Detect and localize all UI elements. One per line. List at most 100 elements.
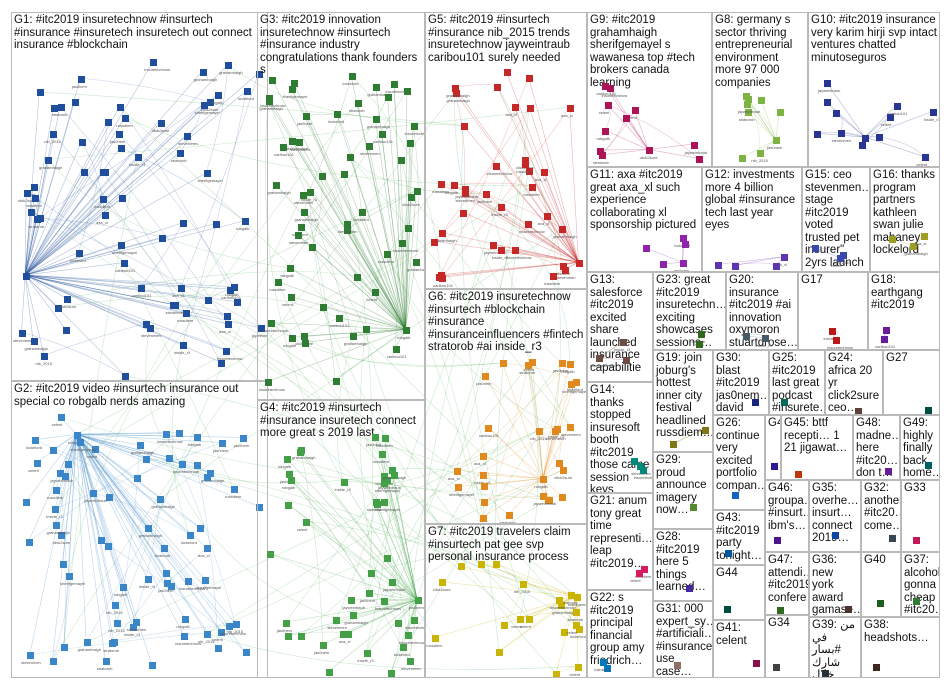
- vertex[interactable]: [31, 338, 38, 345]
- vertex[interactable]: [517, 616, 524, 623]
- vertex[interactable]: [273, 182, 280, 189]
- vertex[interactable]: [227, 287, 234, 294]
- vertex[interactable]: [460, 210, 467, 217]
- vertex[interactable]: [122, 373, 129, 380]
- vertex[interactable]: [660, 261, 667, 268]
- vertex[interactable]: [137, 442, 144, 449]
- vertex[interactable]: [573, 622, 580, 629]
- vertex[interactable]: [482, 373, 489, 380]
- vertex[interactable]: [795, 471, 802, 478]
- vertex[interactable]: [50, 131, 57, 138]
- vertex[interactable]: [98, 537, 105, 544]
- vertex[interactable]: [244, 88, 251, 95]
- vertex[interactable]: [455, 484, 462, 491]
- vertex[interactable]: [243, 649, 250, 656]
- vertex[interactable]: [138, 285, 145, 292]
- vertex[interactable]: [567, 424, 574, 431]
- vertex[interactable]: [696, 156, 703, 163]
- vertex[interactable]: [309, 244, 316, 251]
- vertex[interactable]: [556, 460, 563, 467]
- vertex[interactable]: [368, 570, 375, 577]
- vertex[interactable]: [567, 105, 574, 112]
- vertex[interactable]: [333, 378, 340, 385]
- vertex[interactable]: [391, 472, 398, 479]
- vertex[interactable]: [682, 241, 689, 248]
- vertex[interactable]: [646, 147, 653, 154]
- vertex[interactable]: [405, 632, 412, 639]
- vertex[interactable]: [363, 326, 370, 333]
- vertex[interactable]: [461, 123, 468, 130]
- vertex[interactable]: [512, 247, 519, 254]
- vertex[interactable]: [382, 435, 389, 442]
- vertex[interactable]: [407, 658, 414, 665]
- vertex[interactable]: [103, 658, 110, 665]
- vertex[interactable]: [372, 289, 379, 296]
- vertex[interactable]: [773, 263, 780, 270]
- vertex[interactable]: [366, 143, 373, 150]
- vertex[interactable]: [53, 522, 60, 529]
- vertex[interactable]: [204, 631, 211, 638]
- vertex[interactable]: [289, 335, 296, 342]
- vertex[interactable]: [285, 502, 292, 509]
- vertex[interactable]: [23, 499, 30, 506]
- vertex[interactable]: [568, 592, 575, 599]
- vertex[interactable]: [758, 97, 765, 104]
- vertex[interactable]: [596, 355, 603, 362]
- vertex[interactable]: [498, 247, 505, 254]
- vertex[interactable]: [541, 169, 548, 176]
- vertex[interactable]: [223, 348, 230, 355]
- vertex[interactable]: [732, 492, 739, 499]
- vertex[interactable]: [163, 431, 170, 438]
- vertex[interactable]: [481, 499, 488, 506]
- vertex[interactable]: [145, 576, 152, 583]
- vertex[interactable]: [37, 89, 44, 96]
- vertex[interactable]: [118, 145, 125, 152]
- vertex[interactable]: [559, 360, 566, 367]
- vertex[interactable]: [605, 102, 612, 109]
- vertex[interactable]: [267, 551, 274, 558]
- vertex[interactable]: [112, 602, 119, 609]
- vertex[interactable]: [512, 104, 519, 111]
- vertex[interactable]: [58, 414, 65, 421]
- vertex[interactable]: [303, 519, 310, 526]
- vertex[interactable]: [724, 606, 731, 613]
- vertex[interactable]: [319, 173, 326, 180]
- vertex[interactable]: [536, 428, 543, 435]
- vertex[interactable]: [812, 245, 819, 252]
- vertex[interactable]: [242, 218, 249, 225]
- vertex[interactable]: [76, 250, 83, 257]
- vertex[interactable]: [411, 123, 418, 130]
- vertex[interactable]: [554, 426, 561, 433]
- vertex[interactable]: [218, 360, 225, 367]
- vertex[interactable]: [757, 150, 764, 157]
- vertex[interactable]: [877, 600, 884, 607]
- vertex[interactable]: [373, 499, 380, 506]
- vertex[interactable]: [439, 579, 446, 586]
- vertex[interactable]: [350, 333, 357, 340]
- vertex[interactable]: [289, 138, 296, 145]
- vertex[interactable]: [288, 477, 295, 484]
- vertex[interactable]: [366, 590, 373, 597]
- vertex[interactable]: [544, 213, 551, 220]
- vertex[interactable]: [881, 336, 888, 343]
- vertex[interactable]: [643, 245, 650, 252]
- vertex[interactable]: [215, 645, 222, 652]
- vertex[interactable]: [814, 131, 821, 138]
- vertex[interactable]: [529, 184, 536, 191]
- vertex[interactable]: [326, 669, 333, 676]
- vertex[interactable]: [284, 456, 291, 463]
- vertex[interactable]: [182, 616, 189, 623]
- vertex[interactable]: [23, 273, 30, 280]
- vertex[interactable]: [344, 221, 351, 228]
- vertex[interactable]: [855, 408, 862, 415]
- vertex[interactable]: [100, 196, 107, 203]
- vertex[interactable]: [287, 265, 294, 272]
- vertex[interactable]: [439, 275, 446, 282]
- vertex[interactable]: [773, 137, 780, 144]
- vertex[interactable]: [381, 598, 388, 605]
- vertex[interactable]: [389, 579, 396, 586]
- vertex[interactable]: [336, 315, 343, 322]
- vertex[interactable]: [913, 537, 920, 544]
- vertex[interactable]: [452, 85, 459, 92]
- vertex[interactable]: [384, 555, 391, 562]
